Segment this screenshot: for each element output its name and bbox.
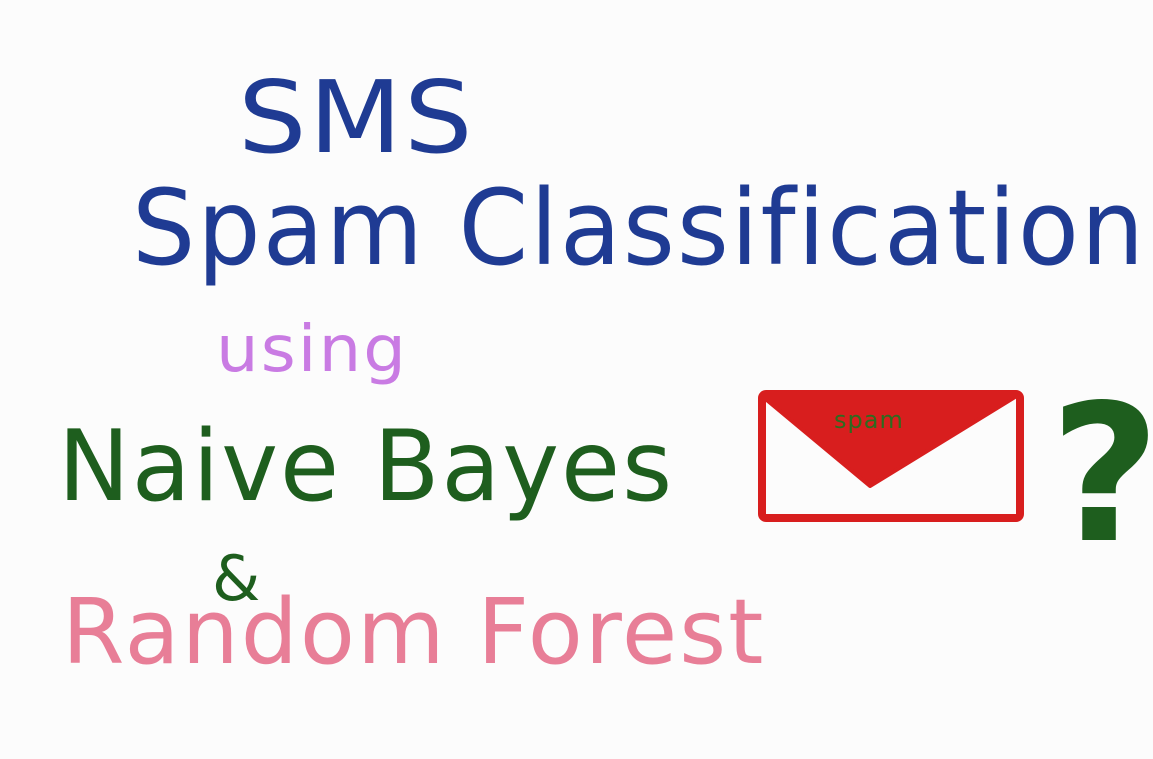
title-line-spam-classification: Spam Classification xyxy=(132,167,1147,289)
ampersand: & xyxy=(212,542,263,615)
method-naive-bayes: Naive Bayes xyxy=(58,410,675,524)
question-mark: ? xyxy=(1050,364,1153,585)
title-line-sms: SMS xyxy=(238,59,475,176)
envelope-label: spam xyxy=(834,406,904,434)
method-random-forest: Random Forest xyxy=(62,580,766,685)
envelope-icon: spam xyxy=(752,384,1032,526)
envelope-drawing xyxy=(758,390,1024,522)
connector-using: using xyxy=(216,313,409,387)
